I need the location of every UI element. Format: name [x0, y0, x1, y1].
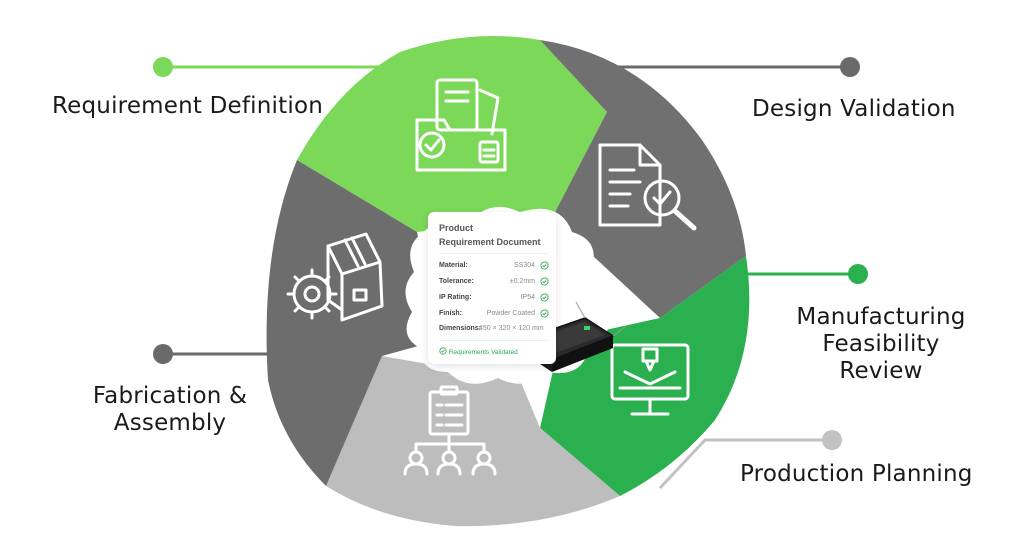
segment-fabrication-assembly	[266, 160, 440, 486]
doc-value: SS304	[513, 262, 535, 269]
doc-key: Dimensions:	[439, 325, 482, 332]
doc-key: IP Rating:	[439, 294, 472, 301]
label-production-planning: Production Planning	[740, 461, 973, 487]
label-fabrication-assembly: Fabrication & Assembly	[90, 383, 250, 437]
org-chart-clipboard-icon	[403, 385, 497, 476]
segment-requirement-definition	[297, 36, 607, 232]
document-search-icon	[598, 143, 697, 231]
doc-row-dimensions: Dimensions: 450 × 320 × 120 mm	[439, 325, 549, 337]
box-gear-icon	[286, 232, 384, 322]
doc-key: Material:	[439, 262, 468, 269]
product-requirement-document: Product Requirement Document Material: S…	[428, 212, 556, 364]
segment-manufacturing-feasibility	[540, 256, 750, 496]
segment-production-planning	[326, 356, 620, 527]
doc-key: Finish:	[439, 310, 462, 317]
doc-divider	[439, 253, 549, 254]
doc-value: ±0.2mm	[509, 278, 535, 285]
doc-value: Powder Coated	[486, 310, 535, 317]
connector-manufacturing-feasibility	[745, 264, 868, 284]
folder-documents-icon	[415, 78, 507, 172]
doc-footer-text: Requirements Validated	[448, 349, 518, 356]
connector-design-validation	[610, 57, 860, 77]
check-circle-icon	[439, 347, 447, 355]
monitor-press-icon	[610, 343, 690, 416]
doc-row-material: Material: SS304	[439, 261, 549, 274]
doc-divider	[439, 340, 549, 341]
connector-production-planning	[658, 430, 842, 490]
doc-title-line2: Requirement Document	[439, 237, 541, 247]
label-requirement-definition: Requirement Definition	[52, 93, 324, 119]
doc-title-line1: Product	[439, 223, 474, 233]
doc-row-ip-rating: IP Rating: IP54	[439, 293, 549, 306]
doc-value: 450 × 320 × 120 mm	[479, 325, 544, 332]
label-manufacturing-feasibility: Manufacturing Feasibility Review	[786, 304, 976, 385]
check-circle-icon	[540, 261, 549, 270]
label-fabrication-line2: Assembly	[113, 410, 227, 436]
check-circle-icon	[540, 309, 549, 318]
label-fabrication-line1: Fabrication &	[92, 383, 248, 409]
label-manufacturing-line1: Manufacturing	[796, 304, 966, 330]
doc-row-tolerance: Tolerance: ±0.2mm	[439, 277, 549, 290]
check-circle-icon	[540, 293, 549, 302]
check-circle-icon	[540, 277, 549, 286]
connector-requirement-definition	[153, 57, 400, 77]
label-manufacturing-line2: Feasibility Review	[822, 331, 940, 384]
doc-value: IP54	[520, 294, 535, 301]
label-design-validation: Design Validation	[752, 96, 956, 122]
doc-footer-status: Requirements Validated	[439, 347, 518, 356]
doc-key: Tolerance:	[439, 278, 474, 285]
doc-row-finish: Finish: Powder Coated	[439, 309, 549, 322]
